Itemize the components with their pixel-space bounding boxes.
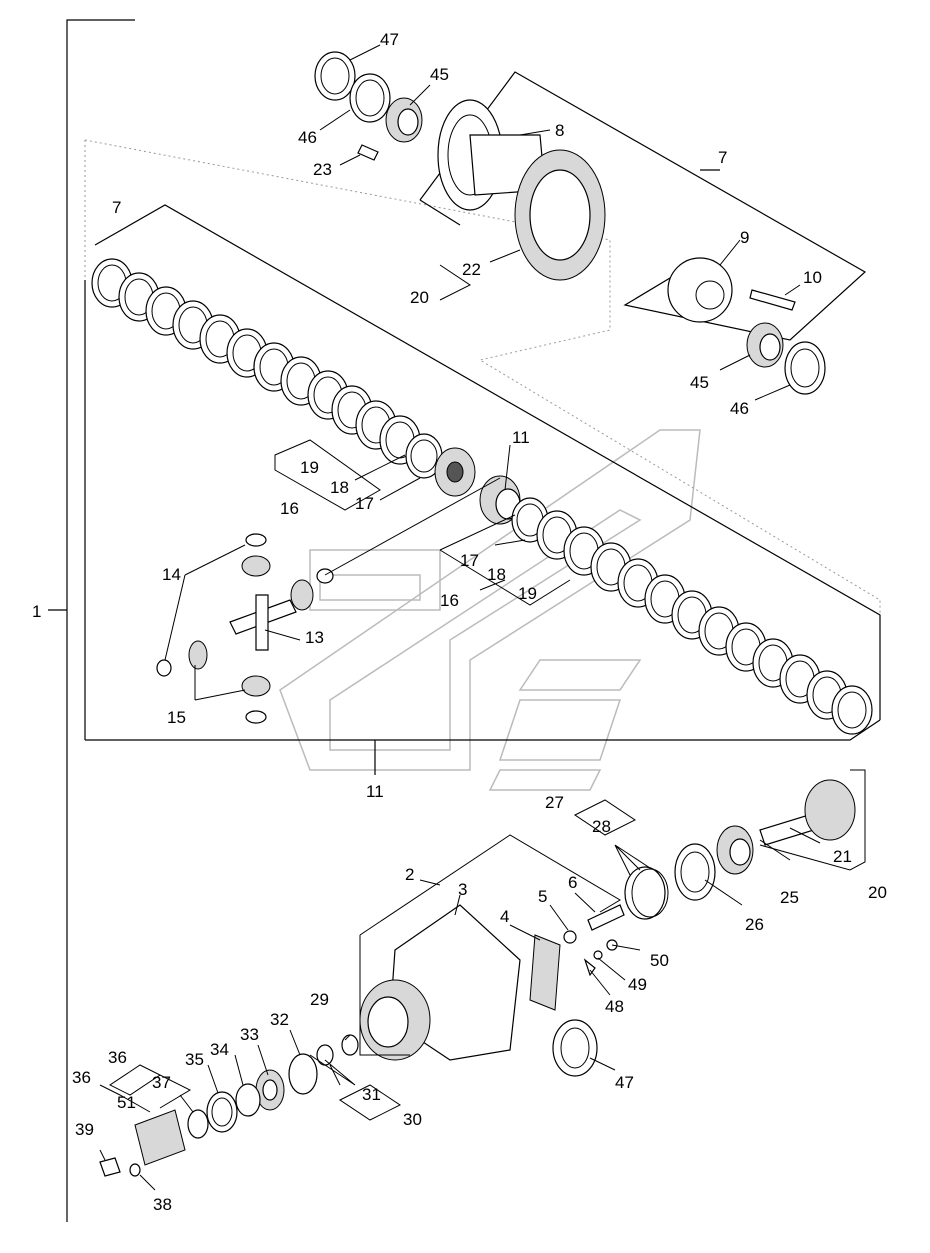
- callout-11-bottom: 11: [366, 782, 384, 801]
- callout-18-right: 18: [487, 565, 506, 584]
- bracket-gear-case: [419, 71, 867, 341]
- callout-16-right: 16: [440, 591, 459, 610]
- callout-22: 22: [462, 260, 481, 279]
- callout-7-right: 7: [718, 148, 727, 167]
- callout-2: 2: [405, 865, 414, 884]
- callout-13: 13: [305, 628, 324, 647]
- callout-46-top: 46: [298, 128, 317, 147]
- callout-20-top: 20: [410, 288, 429, 307]
- callout-labels: 1 2 3 4 5 6 7 7 8 9 10 11 11 13 14 15 16…: [32, 30, 887, 1214]
- callout-18-left: 18: [330, 478, 349, 497]
- callout-11-top: 11: [512, 428, 530, 447]
- callout-19-right: 19: [518, 584, 537, 603]
- callout-5: 5: [538, 887, 547, 906]
- watermark-logo: [279, 429, 701, 791]
- callout-1: 1: [32, 602, 41, 621]
- callout-32: 32: [270, 1010, 289, 1029]
- callout-23: 23: [313, 160, 332, 179]
- callout-37: 37: [152, 1073, 171, 1092]
- callout-31: 31: [362, 1085, 381, 1104]
- callout-21: 21: [833, 847, 852, 866]
- callout-51: 51: [117, 1093, 136, 1112]
- callout-3: 3: [458, 880, 467, 899]
- callout-34: 34: [210, 1040, 229, 1059]
- callout-48: 48: [605, 997, 624, 1016]
- callout-28: 28: [592, 817, 611, 836]
- bracket-clutch-pack: [84, 204, 881, 775]
- callout-14: 14: [162, 565, 181, 584]
- callout-35: 35: [185, 1050, 204, 1069]
- callout-6: 6: [568, 873, 577, 892]
- callout-20-bottom: 20: [868, 883, 887, 902]
- callout-30: 30: [403, 1110, 422, 1129]
- callout-45-top: 45: [430, 65, 449, 84]
- callout-47-top: 47: [380, 30, 399, 49]
- callout-46-bottom: 46: [730, 399, 749, 418]
- callout-8: 8: [555, 121, 564, 140]
- side-gear-upper: [434, 447, 521, 525]
- callout-15: 15: [167, 708, 186, 727]
- axle-housing-assembly: [99, 779, 856, 1177]
- callout-45-bottom: 45: [690, 373, 709, 392]
- leader-lines: [99, 44, 866, 1191]
- callout-36-lower: 36: [72, 1068, 91, 1087]
- callout-17-left: 17: [355, 494, 374, 513]
- callout-19-left: 19: [300, 458, 319, 477]
- callout-26: 26: [745, 915, 764, 934]
- callout-39: 39: [75, 1120, 94, 1139]
- bracket-1: [48, 19, 135, 1222]
- callout-9: 9: [740, 228, 749, 247]
- callout-27: 27: [545, 793, 564, 812]
- spider-gear-set: [156, 533, 334, 724]
- callout-17-right: 17: [460, 551, 479, 570]
- callout-50: 50: [650, 951, 669, 970]
- callout-7-left: 7: [112, 198, 121, 217]
- callout-47-bottom: 47: [615, 1073, 634, 1092]
- callout-33: 33: [240, 1025, 259, 1044]
- callout-4: 4: [500, 907, 509, 926]
- differential-case-parts: [314, 51, 826, 395]
- callout-36-upper: 36: [108, 1048, 127, 1067]
- callout-29: 29: [310, 990, 329, 1009]
- clutch-plates-lower: [511, 497, 873, 735]
- callout-10: 10: [803, 268, 822, 287]
- callout-38: 38: [153, 1195, 172, 1214]
- callout-16-left: 16: [280, 499, 299, 518]
- callout-49: 49: [628, 975, 647, 994]
- clutch-plates-upper: [91, 258, 443, 479]
- callout-25: 25: [780, 888, 799, 907]
